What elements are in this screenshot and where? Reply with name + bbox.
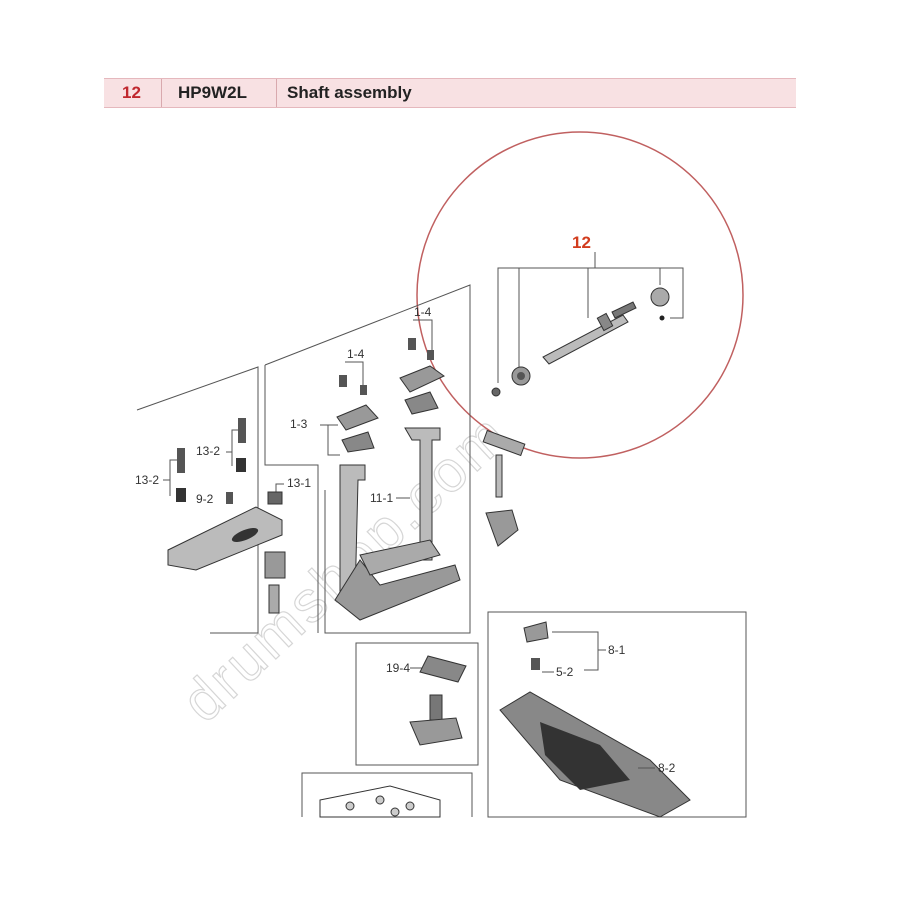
callout-9-2: 9-2 xyxy=(196,492,214,506)
shaft-part xyxy=(542,301,637,365)
callout-12: 12 xyxy=(572,233,591,252)
hinge-part xyxy=(409,717,463,746)
bolt-part xyxy=(408,338,416,350)
part-description: Shaft assembly xyxy=(287,83,412,102)
small-screw-part xyxy=(659,315,665,321)
callout-11-1: 11-1 xyxy=(370,491,393,505)
highlight-circle xyxy=(416,131,744,459)
set-screw-part xyxy=(491,387,501,397)
lower-plate-part xyxy=(319,785,441,818)
tee-part xyxy=(482,429,526,498)
clamp-block-part xyxy=(485,509,519,547)
callout-13-1: 13-1 xyxy=(287,476,311,490)
lower-plate-box xyxy=(301,772,473,817)
callout-8-1: 8-1 xyxy=(608,643,626,657)
lower-clamp-part xyxy=(336,404,379,431)
frame-part xyxy=(334,427,461,621)
pad-part xyxy=(419,655,467,683)
callout-12-leaders xyxy=(497,252,684,383)
callout-1-3: 1-3 xyxy=(290,417,308,431)
callout-8-2: 8-2 xyxy=(658,761,676,775)
collar-part xyxy=(650,287,670,307)
spacer-part xyxy=(264,551,286,579)
base-plate-part xyxy=(167,506,283,571)
callout-1-4-lower: 1-4 xyxy=(347,347,365,361)
hinge-box xyxy=(355,642,479,766)
heel-part xyxy=(523,621,549,643)
part-number: 12 xyxy=(104,79,162,107)
parts-header-row: 12 HP9W2L Shaft assembly xyxy=(104,78,796,108)
frame-outline xyxy=(136,284,471,634)
footboard-box xyxy=(487,611,747,818)
callout-13-2-lower: 13-2 xyxy=(135,473,159,487)
long-bolt-part xyxy=(268,584,280,614)
callout-13-2-upper: 13-2 xyxy=(196,444,220,458)
part-code: HP9W2L xyxy=(162,79,277,107)
callout-5-2: 5-2 xyxy=(556,665,574,679)
callout-1-4-upper: 1-4 xyxy=(414,305,432,319)
upper-clamp-part xyxy=(399,365,445,393)
callout-19-4: 19-4 xyxy=(386,661,410,675)
